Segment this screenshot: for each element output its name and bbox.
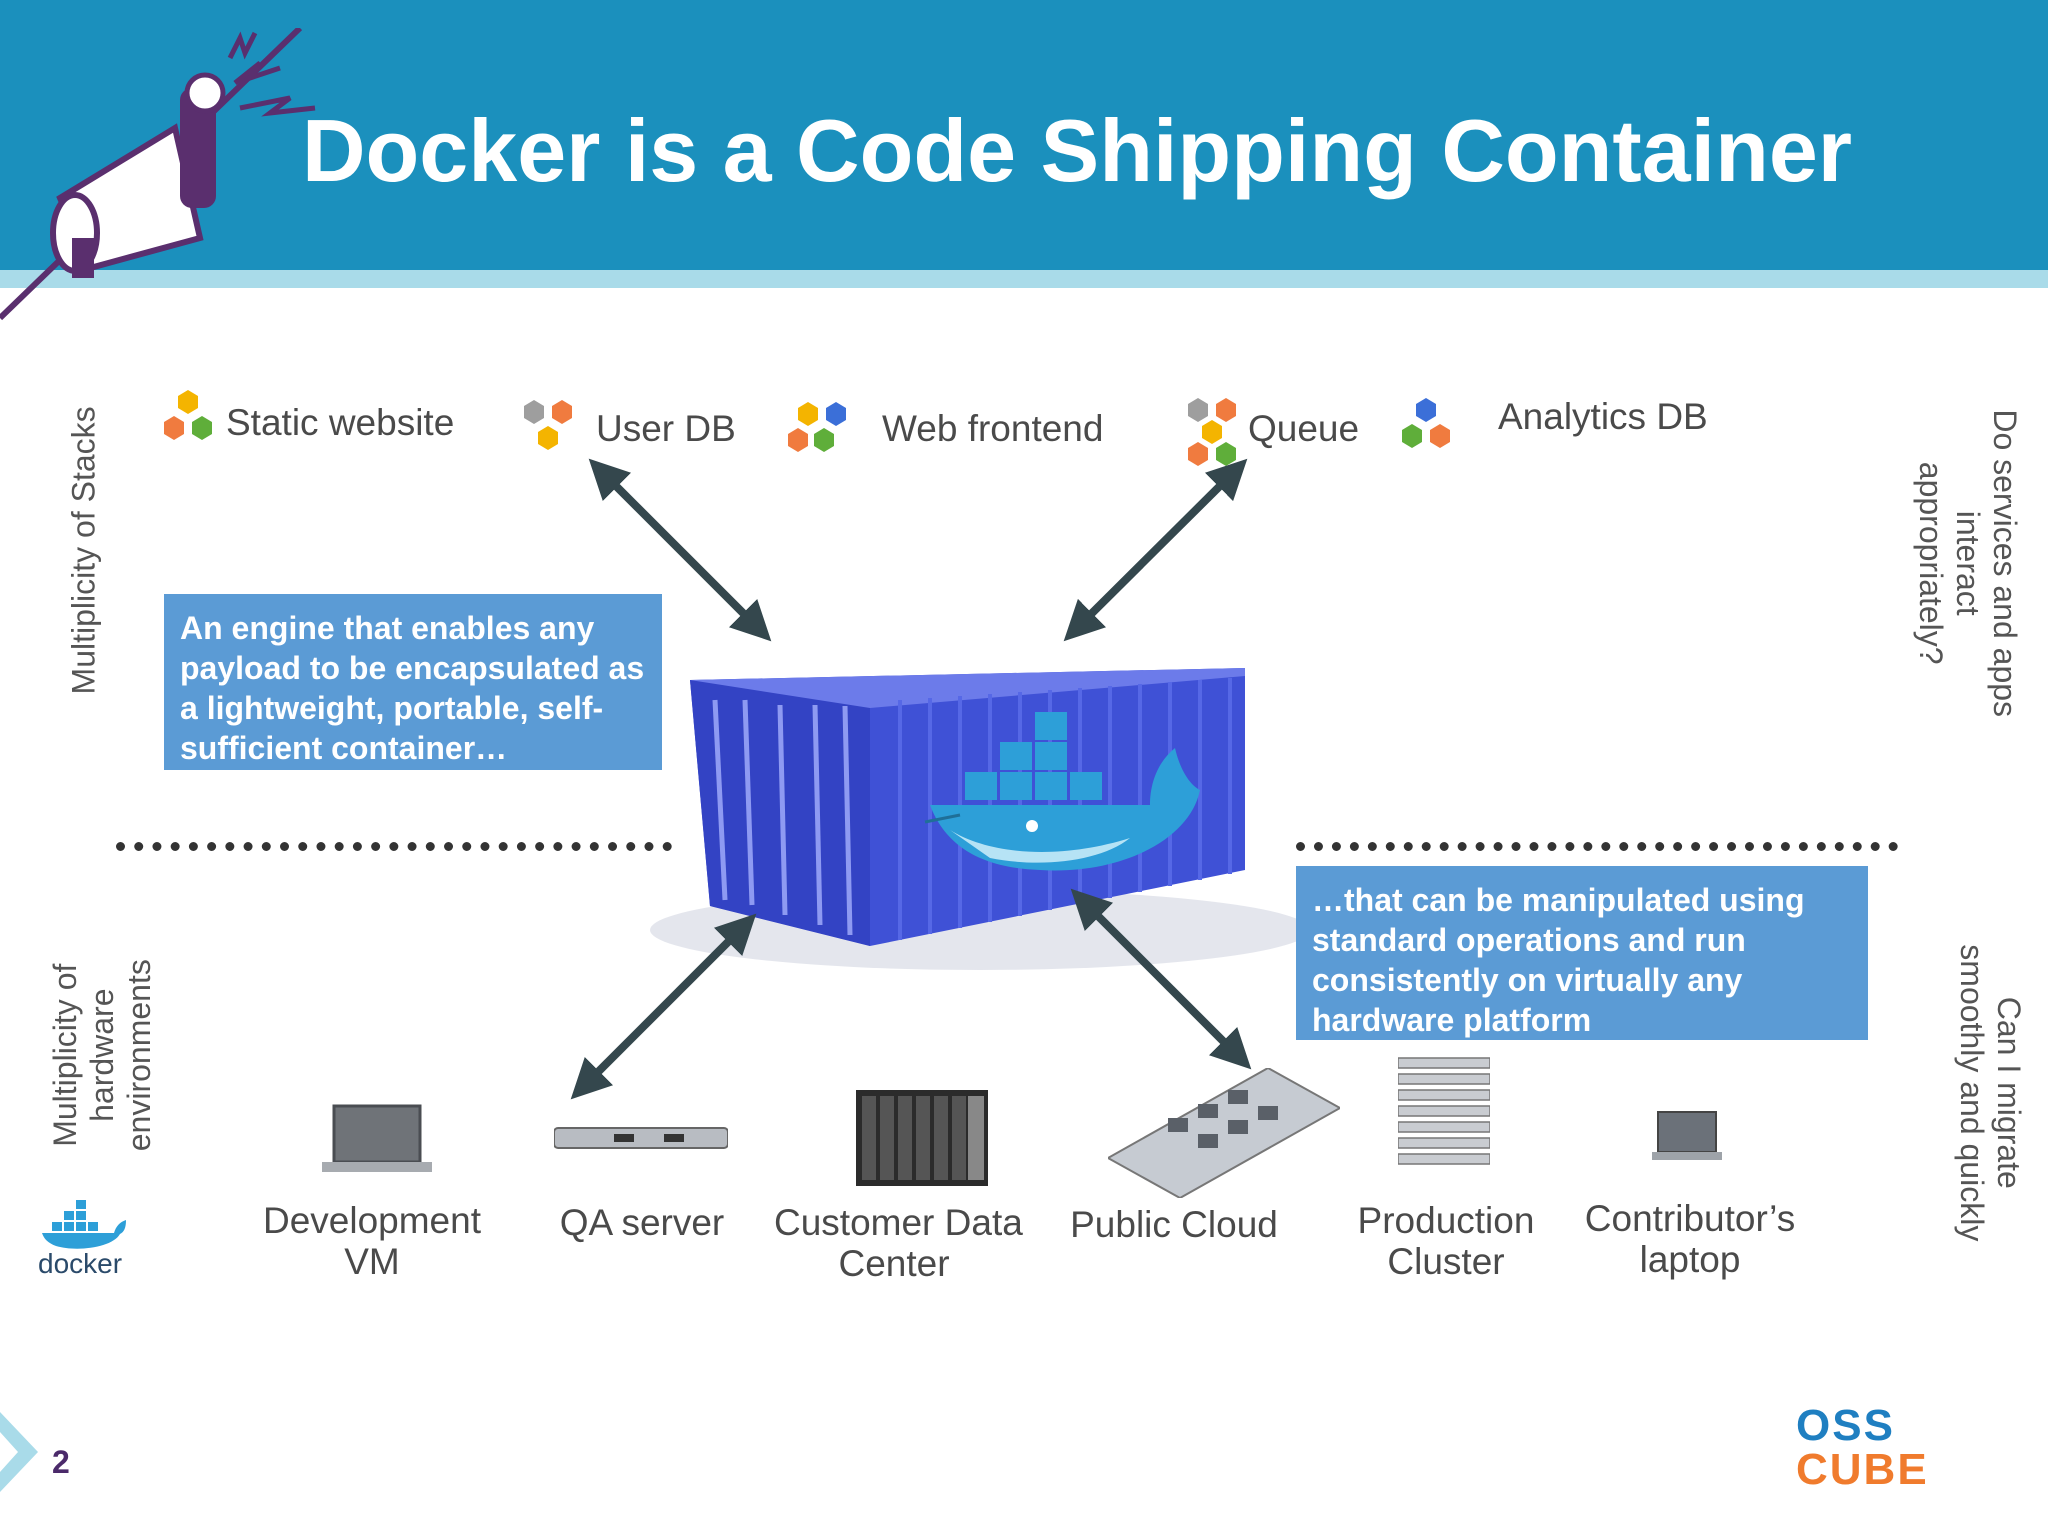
hexagon-cluster-icon bbox=[164, 390, 212, 440]
osscube-logo-cube: CUBE bbox=[1796, 1445, 1929, 1494]
hw-label-line: laptop bbox=[1639, 1239, 1741, 1281]
hw-label-development-vm: Development VM bbox=[252, 1200, 492, 1283]
hexagon-cluster-icon bbox=[1402, 398, 1450, 448]
stack-label: Queue bbox=[1248, 408, 1360, 449]
arrow-queue bbox=[1063, 458, 1248, 642]
hexagon-cluster-icon bbox=[788, 402, 846, 452]
hw-label-line: Center bbox=[838, 1243, 950, 1285]
side-label-text: Multiplicity of bbox=[46, 963, 83, 1147]
stack-label: Static website bbox=[226, 402, 455, 443]
side-label-multiplicity-stacks: Multiplicity of Stacks bbox=[66, 390, 103, 710]
hw-label-line: Contributor’s bbox=[1584, 1198, 1796, 1239]
hw-label-public-cloud: Public Cloud bbox=[1054, 1204, 1294, 1245]
hexagon-cluster-icon bbox=[1188, 398, 1236, 466]
dotted-divider-left bbox=[116, 842, 672, 851]
stack-label: Web frontend bbox=[882, 408, 1104, 449]
hw-label-customer-data-center: Customer Data Center bbox=[774, 1202, 1023, 1285]
arrow-qa-server bbox=[570, 913, 757, 1100]
hw-label-qa-server: QA server bbox=[522, 1202, 762, 1243]
side-label-text: appropriately? bbox=[1913, 461, 1950, 665]
footer-chevron-icon bbox=[0, 1412, 38, 1492]
slide-title: Docker is a Code Shipping Container bbox=[302, 101, 1853, 200]
side-label-multiplicity-hardware: Multiplicity of hardware environments bbox=[47, 935, 157, 1175]
hw-label-line: Production bbox=[1357, 1200, 1535, 1241]
side-label-text: environments bbox=[120, 959, 157, 1152]
hw-label-line: Development bbox=[262, 1200, 481, 1241]
callout-engine: An engine that enables any payload to be… bbox=[164, 594, 662, 770]
hw-label-line: Customer Data bbox=[774, 1202, 1023, 1243]
cluster-stack-icon bbox=[1398, 1057, 1490, 1165]
docker-logo: docker bbox=[36, 1196, 136, 1280]
hw-label-line: Cluster bbox=[1387, 1241, 1505, 1283]
side-label-services-interact: Do services and apps interact appropriat… bbox=[1913, 393, 2024, 733]
callout-manipulate: …that can be manipulated using standard … bbox=[1296, 866, 1868, 1040]
blade-server-icon bbox=[856, 1090, 988, 1186]
hw-label-contributors-laptop: Contributor’s laptop bbox=[1570, 1198, 1810, 1281]
docker-whale-icon bbox=[42, 1200, 126, 1249]
docker-whale-icon bbox=[924, 712, 1200, 871]
side-label-text: Do services and apps bbox=[1987, 409, 2024, 718]
dotted-divider-right bbox=[1296, 842, 1898, 851]
side-label-text: smoothly and quickly bbox=[1954, 944, 1990, 1242]
page-number: 2 bbox=[52, 1444, 70, 1480]
side-label-text: interact bbox=[1950, 510, 1987, 616]
stack-label: Analytics DB bbox=[1498, 396, 1708, 437]
hw-label-production-cluster: Production Cluster bbox=[1326, 1200, 1566, 1283]
arrow-public-cloud bbox=[1070, 888, 1252, 1070]
header-stripe bbox=[0, 270, 2048, 288]
side-label-migrate: Can I migrate smoothly and quickly bbox=[1953, 923, 2027, 1263]
laptop-icon bbox=[322, 1104, 432, 1172]
hexagon-cluster-icon bbox=[524, 400, 572, 450]
hw-label-line: Public Cloud bbox=[1070, 1204, 1278, 1245]
side-label-text: Multiplicity of Stacks bbox=[65, 406, 102, 695]
docker-logo-text: docker bbox=[38, 1248, 123, 1279]
server-rack-icon bbox=[554, 1127, 728, 1149]
osscube-logo-oss: OSS bbox=[1796, 1401, 1895, 1450]
osscube-logo: OSS CUBE bbox=[1796, 1404, 1929, 1492]
side-label-text: hardware bbox=[83, 988, 120, 1122]
hw-label-line: VM bbox=[344, 1241, 400, 1283]
megaphone-icon bbox=[0, 28, 316, 321]
stack-label: User DB bbox=[596, 408, 736, 449]
side-label-text: Can I migrate bbox=[1990, 996, 2027, 1189]
server-board-icon bbox=[1108, 1068, 1340, 1198]
slide-header bbox=[0, 0, 2048, 270]
hw-label-line: QA server bbox=[559, 1202, 725, 1243]
small-laptop-icon bbox=[1652, 1111, 1722, 1160]
